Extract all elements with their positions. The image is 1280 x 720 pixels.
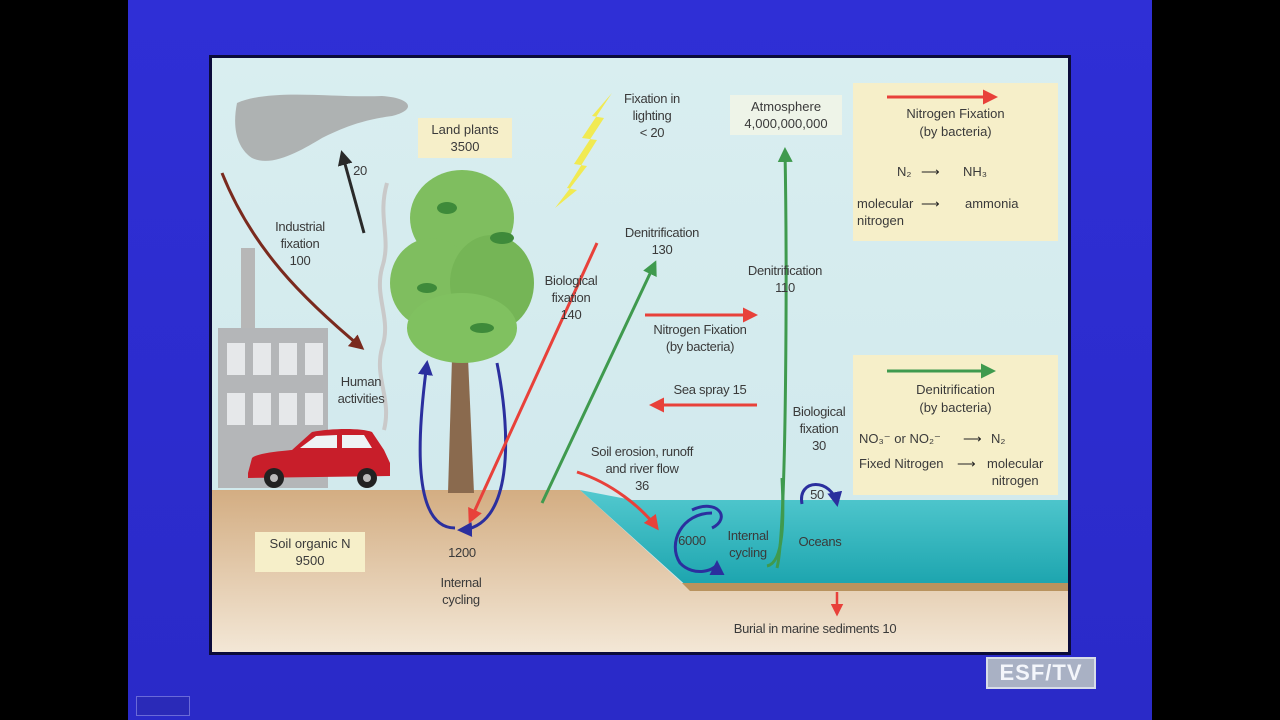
legend-denitrification-eq-right: N₂ bbox=[991, 431, 1006, 446]
sea-spray-label: Sea spray 15 bbox=[673, 382, 747, 397]
legend-denitrification-arrow bbox=[887, 363, 996, 379]
denitrification-ocean-label: Denitrification 110 bbox=[747, 263, 823, 295]
atmosphere-box: Atmosphere 4,000,000,000 bbox=[730, 95, 842, 135]
legend-fixation-arrow bbox=[887, 89, 998, 105]
legend-denitrification-eq-left: NO₃⁻ or NO₂⁻ bbox=[859, 431, 941, 446]
legend-fixation-ammonia: ammonia bbox=[965, 196, 1019, 211]
legend-denitrification-title: Denitrification bbox=[916, 382, 995, 397]
land-cycle-up-arrow bbox=[417, 360, 456, 530]
legend-fixation-molecular: molecular nitrogen bbox=[857, 196, 914, 228]
nitrogen-fixation-label: Nitrogen Fixation (by bacteria) bbox=[653, 322, 747, 354]
legend-denitrification-eq-arrow: ⟶ bbox=[963, 431, 982, 446]
player-control-icon[interactable] bbox=[136, 696, 190, 716]
ocean-cycle-top bbox=[691, 504, 723, 530]
legend-nitrogen-fixation: Nitrogen Fixation (by bacteria) N₂ ⟶ NH₃… bbox=[853, 83, 1058, 241]
soil-erosion-arrow bbox=[576, 470, 659, 531]
ocean-small-cycle-arrow bbox=[800, 483, 843, 507]
land-plants-value: 3500 bbox=[450, 139, 480, 154]
ocean-small-cycle-value: 50 bbox=[810, 487, 824, 502]
emission-arrow bbox=[337, 150, 366, 234]
denitrification-land-label: Denitrification 130 bbox=[624, 225, 700, 257]
legend-denitrification-word-arrow: ⟶ bbox=[957, 456, 976, 471]
legend-fixation-eq-arrow: ⟶ bbox=[921, 164, 940, 179]
industrial-fixation-label: Industrial fixation 100 bbox=[275, 219, 325, 268]
atmosphere-value: 4,000,000,000 bbox=[744, 116, 828, 131]
legend-denitrification-subtitle: (by bacteria) bbox=[919, 400, 992, 415]
oceans-label: Oceans bbox=[798, 534, 842, 549]
smoke-cloud bbox=[235, 94, 409, 161]
land-plants-label: Land plants bbox=[431, 122, 499, 137]
legend-fixation-eq-right: NH₃ bbox=[963, 164, 988, 179]
legend-fixation-title: Nitrogen Fixation bbox=[906, 106, 1005, 121]
legend-fixation-subtitle: (by bacteria) bbox=[919, 124, 992, 139]
exhaust-plume bbox=[377, 182, 389, 431]
factory-windows bbox=[227, 343, 323, 425]
car bbox=[248, 429, 390, 488]
lightning-bolt bbox=[555, 93, 612, 208]
industrial-fixation-arrow bbox=[220, 172, 365, 350]
biological-fixation-label: Biological fixation 140 bbox=[544, 273, 598, 322]
land-plants-box: Land plants 3500 bbox=[418, 118, 512, 158]
emission-value: 20 bbox=[353, 163, 367, 178]
soil-erosion-label: Soil erosion, runoff and river flow 36 bbox=[590, 444, 694, 493]
soil-organic-box: Soil organic N 9500 bbox=[255, 532, 365, 572]
burial-label: Burial in marine sediments 10 bbox=[733, 621, 897, 636]
land-cycling-value: 1200 bbox=[448, 545, 476, 560]
biological-fixation-arrow bbox=[468, 242, 599, 524]
human-activities-label: Human activities bbox=[337, 374, 385, 406]
denitrification-land-arrow bbox=[540, 260, 657, 504]
soil bbox=[212, 490, 1068, 652]
legend-fixation-word-arrow: ⟶ bbox=[921, 196, 940, 211]
legend-denitrification-molecular: molecular nitrogen bbox=[987, 456, 1044, 488]
ocean-cycle-arrow bbox=[673, 511, 725, 576]
tree bbox=[390, 170, 534, 493]
biological-fixation-ocean-label: Biological fixation 30 bbox=[792, 404, 846, 453]
ocean-cycling-green-line bbox=[766, 477, 785, 568]
chimney bbox=[241, 248, 255, 333]
seabed bbox=[682, 583, 1068, 591]
esf-tv-logo: ESF/TV bbox=[986, 657, 1096, 689]
legend-fixation-eq-left: N₂ bbox=[897, 164, 912, 179]
legend-denitrification: Denitrification (by bacteria) NO₃⁻ or NO… bbox=[853, 355, 1058, 495]
land-internal-cycling-label: Internal cycling bbox=[440, 575, 482, 607]
land-cycle-down-arrow bbox=[457, 362, 508, 538]
legend-denitrification-fixed: Fixed Nitrogen bbox=[859, 456, 944, 471]
lightning-fixation-label: Fixation in lighting < 20 bbox=[624, 91, 680, 140]
ocean-cycling-value: 6000 bbox=[678, 533, 706, 548]
ocean-internal-cycling-label: Internal cycling bbox=[727, 528, 769, 560]
atmosphere-label: Atmosphere bbox=[750, 99, 822, 114]
